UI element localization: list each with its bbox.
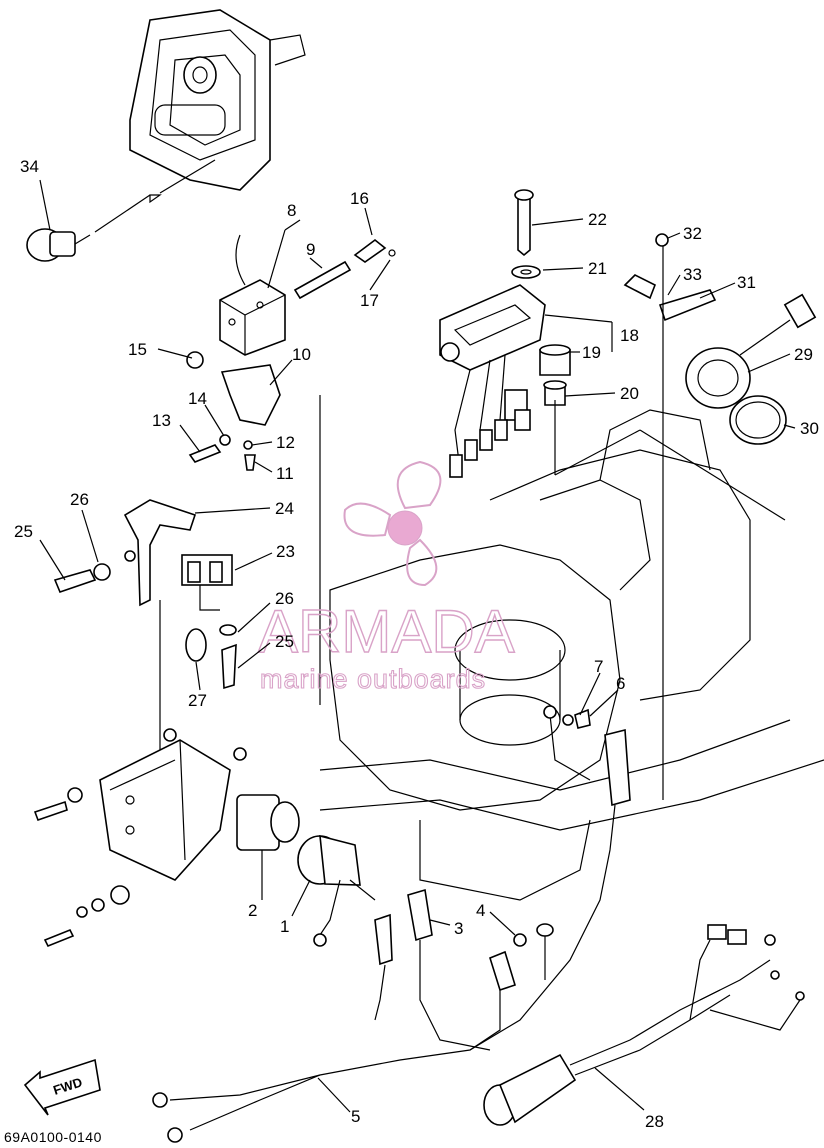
watermark-tagline: marine outboards [260, 664, 486, 694]
relay-bracket-part [186, 234, 396, 426]
callout-29: 29 [794, 345, 813, 364]
callout-18: 18 [620, 326, 639, 345]
rectifier-housing-part [129, 9, 306, 191]
callout-2: 2 [248, 901, 257, 920]
callout-32: 32 [683, 224, 702, 243]
ignition-module-part [33, 728, 300, 948]
callout-28: 28 [645, 1112, 664, 1131]
watermark-brand: ARMADA [258, 598, 515, 665]
left-bracket-assembly [53, 499, 237, 860]
callout-10: 10 [292, 345, 311, 364]
callout-27: 27 [188, 691, 207, 710]
callout-24: 24 [275, 499, 294, 518]
callout-17: 17 [360, 291, 379, 310]
callout-4: 4 [476, 901, 485, 920]
callout-22: 22 [588, 210, 607, 229]
callout-9: 9 [306, 240, 315, 259]
callout-31: 31 [737, 273, 756, 292]
callout-11: 11 [276, 464, 294, 483]
callout-13: 13 [152, 411, 171, 430]
callout-8: 8 [287, 201, 296, 220]
callout-25: 25 [14, 522, 33, 541]
callout-3: 3 [454, 919, 463, 938]
callout-7: 7 [594, 657, 603, 676]
callout-30: 30 [800, 419, 819, 438]
neutral-switch-part [26, 159, 216, 262]
callout-14: 14 [188, 389, 207, 408]
callout-20: 20 [620, 384, 639, 403]
callout-21: 21 [588, 259, 607, 278]
callout-5: 5 [351, 1107, 360, 1126]
callout-25-b: 25 [275, 632, 294, 651]
callout-16: 16 [350, 189, 369, 208]
callout-numbers: 34 8 9 16 17 15 10 14 13 12 11 22 21 18 … [14, 157, 819, 1131]
callout-34: 34 [20, 157, 39, 176]
callout-26: 26 [70, 490, 89, 509]
connector-parts-29-33 [623, 233, 817, 800]
callout-26-b: 26 [275, 589, 294, 608]
main-harness-part [483, 924, 805, 1126]
leader-lines [39, 179, 796, 1113]
drawing-code: 69A0100-0140 [4, 1129, 102, 1145]
starter-relay-part [152, 705, 631, 1143]
callout-12: 12 [276, 433, 295, 452]
callout-23: 23 [276, 542, 295, 561]
forward-arrow-icon: FWD [23, 1058, 101, 1116]
callout-6: 6 [616, 674, 625, 693]
callout-33: 33 [683, 265, 702, 284]
screws-part [188, 434, 256, 471]
callout-15: 15 [128, 340, 147, 359]
armada-watermark: ARMADA marine outboards [257, 460, 515, 695]
callout-1: 1 [280, 917, 289, 936]
engine-block [319, 395, 824, 901]
rectifier-part [439, 189, 571, 478]
callout-19: 19 [582, 343, 601, 362]
